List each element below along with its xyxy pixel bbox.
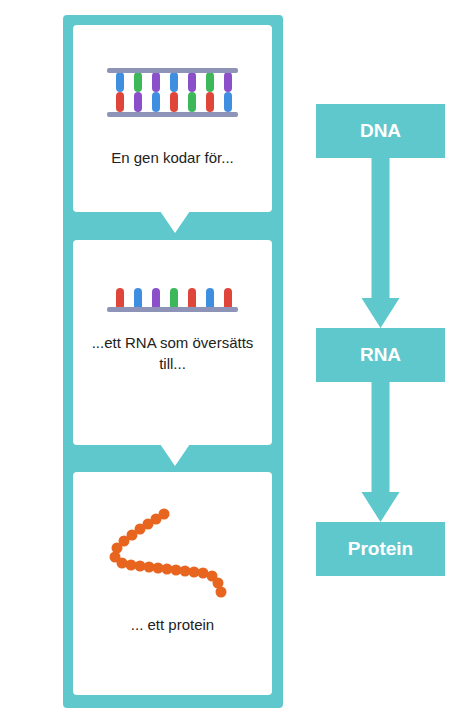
caption-text: En gen kodar för... xyxy=(81,147,264,168)
arrow-shaft xyxy=(372,382,390,492)
flow-arrow xyxy=(362,382,400,522)
stage-label: RNA xyxy=(316,328,445,382)
bubble-pointer xyxy=(160,211,190,233)
stage-label: DNA xyxy=(316,104,445,158)
label-text: DNA xyxy=(360,120,401,142)
flow-arrow xyxy=(362,158,400,328)
caption-text: ...ett RNA som översätts till... xyxy=(81,332,264,374)
bubble-pointer xyxy=(160,444,190,466)
label-text: Protein xyxy=(348,538,413,560)
arrow-head xyxy=(362,298,400,328)
arrow-shaft xyxy=(372,158,390,298)
speech-bubble: En gen kodar för... xyxy=(73,25,272,212)
label-text: RNA xyxy=(360,344,401,366)
caption-text: ... ett protein xyxy=(81,614,264,635)
speech-bubble: ... ett protein xyxy=(73,472,272,695)
stage-label: Protein xyxy=(316,522,445,576)
speech-bubble: ...ett RNA som översätts till... xyxy=(73,240,272,445)
arrow-head xyxy=(362,492,400,522)
